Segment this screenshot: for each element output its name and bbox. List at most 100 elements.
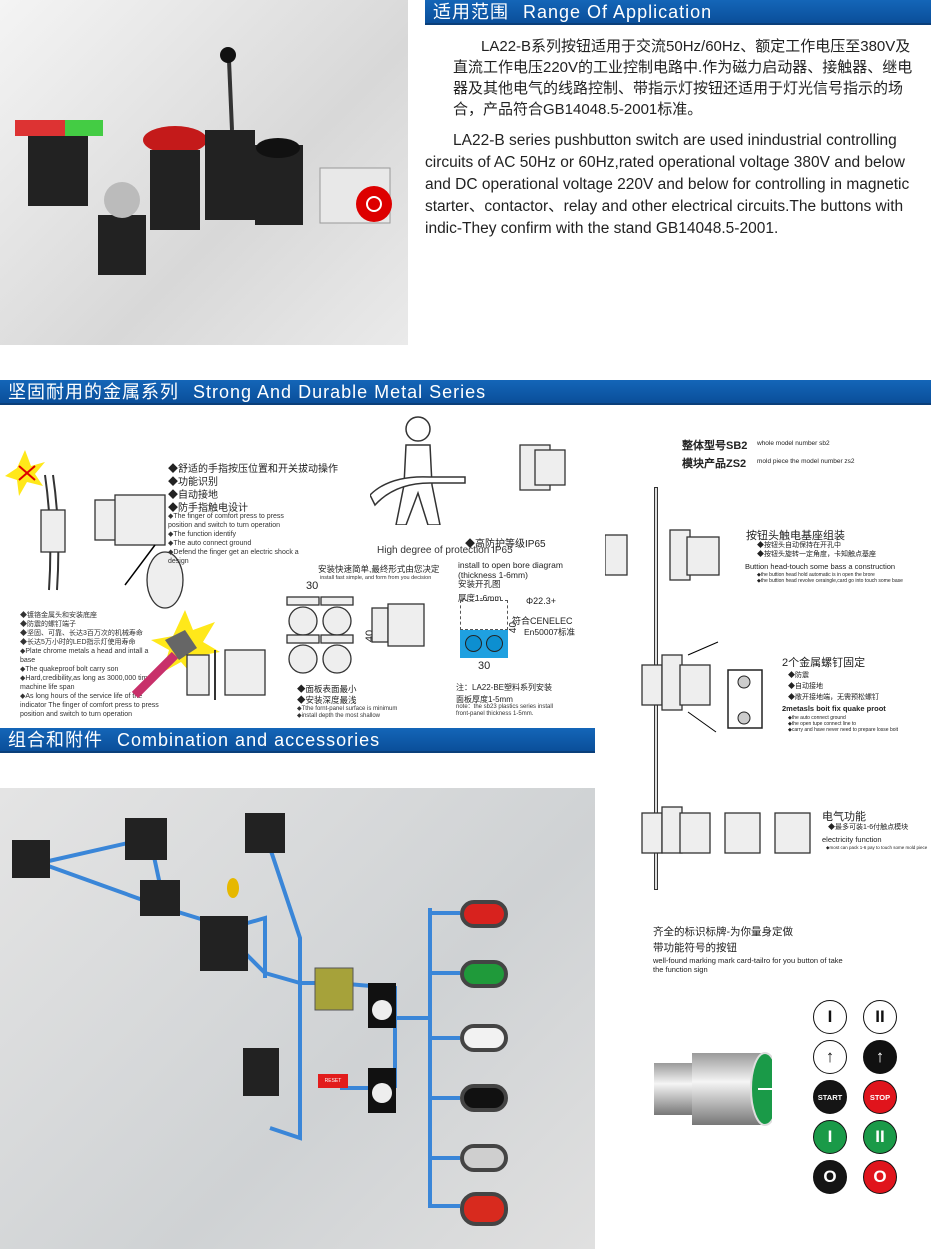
bore-hole <box>465 635 482 652</box>
feature: ◆Tthe fornt-panel surface is minimum <box>297 706 398 712</box>
product-photo <box>0 0 408 345</box>
install-title-en: install fast simple, and form from you d… <box>320 575 432 581</box>
function-sign-0: I <box>813 1000 847 1034</box>
function-sign-8: O <box>813 1160 847 1194</box>
bore-dimension-30: 30 <box>478 660 491 672</box>
electric-function-title-en: electricity function <box>822 835 882 844</box>
feature: ◆安装深度最浅 <box>297 695 357 705</box>
head-assembly-title-zh: 按钮头触电基座组装 <box>746 530 845 542</box>
function-sign-4: START <box>813 1080 847 1114</box>
electric-function-en: ◆most can pack 1-6 pay to touch some mol… <box>826 845 928 850</box>
feature: ◆The auto connect ground <box>168 540 252 547</box>
button-head-assembly-diagram <box>605 529 720 581</box>
button-head-red <box>460 900 508 928</box>
cenelec-label: 符合CENELEC <box>512 616 573 626</box>
electric-function-title-zh: 电气功能 <box>822 811 866 823</box>
note-zh-2: 面板厚度1-5mm <box>456 695 513 704</box>
metal-screw-fix-diagram <box>641 641 763 733</box>
header-en: Range Of Application <box>523 2 713 22</box>
mushroom-head-red <box>460 1192 508 1226</box>
feature: ◆坚固、可靠、长达3百万次的机械寿命 <box>20 630 143 637</box>
head-assembly-features-zh: ◆按钮头自动保持在开孔中 ◆按钮头旋转一定角度，卡知触点基座 <box>757 541 876 559</box>
pushbutton-products-illustration <box>15 47 392 275</box>
feature: ◆防震的螺钉端子 <box>20 621 76 628</box>
feature: ◆the buttion head hold automatic is in o… <box>757 572 875 578</box>
function-sign-7: II <box>863 1120 897 1154</box>
bore-dimension-40: 40 <box>508 621 520 634</box>
reset-label-plate: RESET <box>318 1074 348 1088</box>
install-title-zh: 安装快速简单,最终形式由您决定 <box>318 564 440 574</box>
ip65-label-zh: ◆高防护等级IP65 <box>465 539 546 550</box>
bore-panel-blue <box>460 630 508 658</box>
feature: ◆敞开接地端，无需预松螺钉 <box>788 694 879 701</box>
screw-fix-features-zh: ◆防震 ◆自动接地 ◆敞开接地端，无需预松螺钉 <box>788 670 879 703</box>
feature: ◆Defend the finger get an electric shock… <box>168 549 299 565</box>
feature: ◆功能识别 <box>168 477 218 488</box>
phi-dimension: Φ22.3+ <box>526 596 556 606</box>
header-en: Combination and accessories <box>117 730 381 750</box>
marking-en: well-found marking mark card-tailro for … <box>653 956 843 974</box>
feature: ◆防手指触电设计 <box>168 503 248 514</box>
dimension-30: 30 <box>306 580 319 592</box>
button-head-white <box>460 1024 508 1052</box>
feature: ◆Hard,credibility,as long as 3000,000 ti… <box>20 675 152 691</box>
en50007-label: En50007标准 <box>524 627 576 637</box>
accessory-connection-lines <box>12 813 460 1208</box>
feature: ◆长达5万小时的LED指示灯使用寿命 <box>20 639 136 646</box>
button-side-diagram <box>371 603 425 647</box>
mounting-grid-diagram <box>286 596 354 674</box>
feature: ◆按钮头自动保持在开孔中 <box>757 542 841 549</box>
head-assembly-title-en: Buttion head-touch some bass a construct… <box>745 562 896 571</box>
green-pushbutton-illustration <box>654 1052 772 1126</box>
feature: ◆The function identify <box>168 531 237 538</box>
feature: ◆The quakeproof bolt carry son <box>20 666 119 673</box>
panel-features: ◆面板表面最小 ◆安装深度最浅 ◆Tthe fornt-panel surfac… <box>297 684 397 720</box>
screw-fix-title-zh: 2个金属螺钉固定 <box>782 657 866 669</box>
function-sign-3: ↑ <box>863 1040 897 1074</box>
key-switch-head <box>460 1144 508 1172</box>
feature: ◆carry and have never need to prepare lo… <box>788 727 899 733</box>
feature: ◆Plate chrome metals a head and intall a… <box>20 648 149 664</box>
feature: ◆the auto connect ground <box>788 715 846 721</box>
selector-head-black <box>460 1084 508 1112</box>
accessories-combination-diagram: RESET <box>0 788 595 1249</box>
model-sb2-zh: 整体型号SB2 <box>682 440 748 452</box>
feature: ◆The finger of comfort press to press po… <box>168 513 284 529</box>
chrome-features: ◆镀铬金属头和安装底座 ◆防震的螺钉端子 ◆坚固、可靠、长达3百万次的机械寿命 … <box>20 611 160 719</box>
electric-function-zh: ◆最多可装1-6付触点模块 <box>828 824 909 831</box>
feature: ◆install depth the most shallow <box>297 713 380 719</box>
bore-hole <box>486 635 503 652</box>
function-sign-2: ↑ <box>813 1040 847 1074</box>
feature: ◆防震 <box>788 672 809 679</box>
ip65-label-en: High degree of protection IP65 <box>377 545 513 556</box>
function-sign-1: II <box>863 1000 897 1034</box>
bore-title-zh: 安装开孔图 <box>458 579 501 589</box>
finger-features-zh: ◆舒适的手指按压位置和开关拔动操作 ◆功能识别 ◆自动接地 ◆防手指触电设计 <box>168 463 338 515</box>
model-sb2-en: whole model number sb2 <box>757 440 830 447</box>
note-zh: 注：LA22-BE塑料系列安装 <box>456 683 553 692</box>
header-en: Strong And Durable Metal Series <box>193 382 487 402</box>
function-sign-9: O <box>863 1160 897 1194</box>
button-head-green <box>460 960 508 988</box>
feature: ◆镀铬金属头和安装底座 <box>20 612 97 619</box>
finger-protection-diagram <box>5 450 184 609</box>
application-paragraph-en: LA22-B series pushbutton switch are used… <box>425 132 910 237</box>
screw-fix-features-en: ◆the auto connect ground ◆the open tupe … <box>788 715 898 733</box>
note-en: note：the sb23 plastics series install fr… <box>456 704 554 717</box>
combination-accessories-header: 组合和附件 Combination and accessories <box>0 728 595 753</box>
bore-title-en: install to open bore diagram (thickness … <box>458 560 563 580</box>
header-zh: 组合和附件 <box>8 730 103 750</box>
marking-title-zh: 齐全的标识标牌-为你量身定做 <box>653 926 793 938</box>
feature: ◆the buttion head revolve ceraingle,card… <box>757 578 903 584</box>
feature: ◆the open tupe connect line to <box>788 721 857 727</box>
bore-outline <box>460 600 508 630</box>
feature: ◆面板表面最小 <box>297 684 357 694</box>
marking-subtitle-zh: 带功能符号的按钮 <box>653 942 737 954</box>
model-zs2-en: mold piece the model number zs2 <box>757 458 855 465</box>
head-assembly-features-en: ◆the buttion head hold automatic is in o… <box>757 572 903 584</box>
model-zs2-zh: 模块产品ZS2 <box>682 458 747 470</box>
ip65-water-spray-illustration <box>370 416 566 525</box>
feature: ◆舒适的手指按压位置和开关拔动操作 <box>168 464 338 475</box>
